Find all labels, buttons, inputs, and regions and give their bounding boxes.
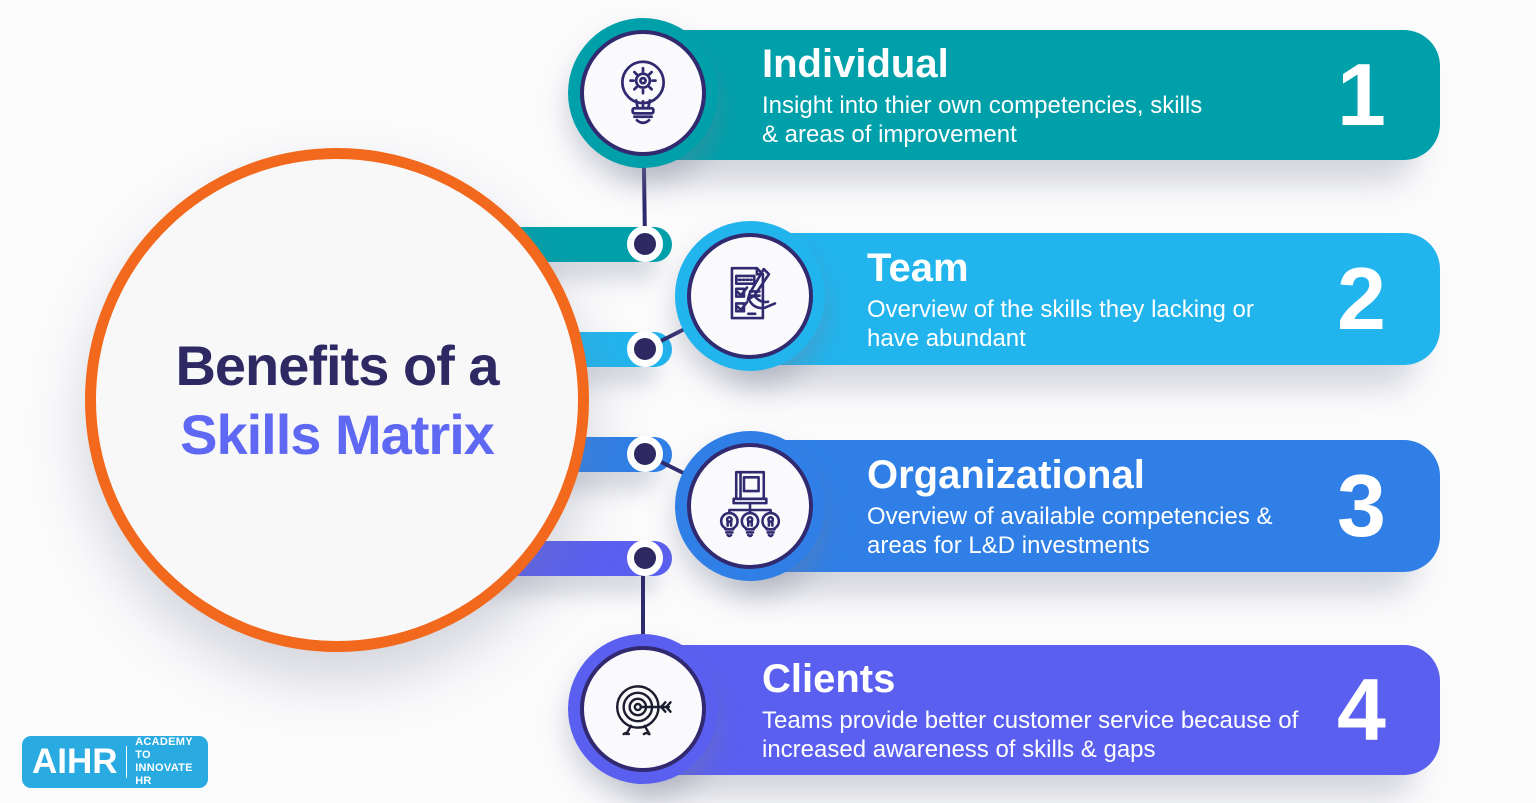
checklist-hand-icon: [707, 251, 793, 342]
benefit-heading: Individual: [762, 41, 949, 86]
icon-circle-inner: [580, 646, 706, 772]
benefit-number: 4: [1337, 660, 1386, 759]
logo-brand-text: AIHR: [32, 742, 118, 781]
benefit-heading: Team: [867, 245, 969, 290]
benefit-heading: Organizational: [867, 452, 1145, 497]
logo-tagline: ACADEMY TO INNOVATE HR: [135, 736, 193, 787]
benefit-text-block: Individual Insight into thier own compet…: [640, 42, 1440, 149]
benefit-heading: Clients: [762, 656, 896, 701]
icon-circle-team: [675, 221, 825, 371]
icon-circle-clients: [568, 634, 718, 784]
benefit-description: Overview of available competencies & are…: [867, 502, 1273, 559]
page-title-line1: Benefits of a: [175, 334, 499, 397]
benefit-description: Teams provide better customer service be…: [762, 706, 1299, 763]
icon-circle-inner: [580, 30, 706, 156]
benefit-text-block: Clients Teams provide better customer se…: [640, 657, 1440, 764]
icon-circle-organizational: [675, 431, 825, 581]
benefit-number: 3: [1337, 456, 1386, 555]
benefit-bar-organizational: Organizational Overview of available com…: [745, 440, 1440, 572]
icon-circle-inner: [687, 443, 813, 569]
benefit-text-block: Organizational Overview of available com…: [745, 453, 1440, 560]
target-arrow-icon: [600, 664, 686, 755]
connector-dot-2: [627, 331, 663, 367]
benefit-number: 1: [1337, 45, 1386, 144]
benefit-bar-individual: Individual Insight into thier own compet…: [640, 30, 1440, 160]
org-network-bulbs-icon: [707, 461, 793, 552]
icon-circle-individual: [568, 18, 718, 168]
benefit-bar-clients: Clients Teams provide better customer se…: [640, 645, 1440, 775]
connector-dot-3: [627, 436, 663, 472]
benefit-description: Insight into thier own competencies, ski…: [762, 91, 1203, 148]
lightbulb-gear-icon: [600, 48, 686, 139]
benefit-text-block: Team Overview of the skills they lacking…: [745, 246, 1440, 353]
page-title-line2: Skills Matrix: [180, 403, 495, 466]
logo-divider: [125, 746, 128, 778]
benefit-bar-team: Team Overview of the skills they lacking…: [745, 233, 1440, 365]
connector-dot-4: [627, 540, 663, 576]
connector-dot-1: [627, 226, 663, 262]
icon-circle-inner: [687, 233, 813, 359]
benefit-description: Overview of the skills they lacking or h…: [867, 295, 1254, 352]
aihr-logo: AIHR ACADEMY TO INNOVATE HR: [22, 736, 208, 788]
benefit-number: 2: [1337, 249, 1386, 348]
title-circle: Benefits of a Skills Matrix: [85, 148, 589, 652]
